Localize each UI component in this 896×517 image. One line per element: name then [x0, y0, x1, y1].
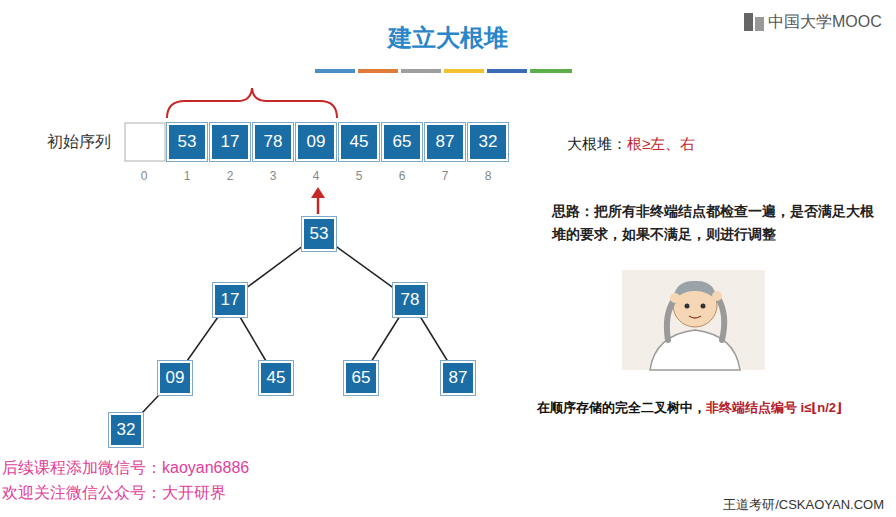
array-cell: 53 [167, 123, 207, 161]
tree-node: 09 [158, 361, 192, 395]
logo-bar [755, 17, 764, 31]
site-watermark: 王道考研/CSKAOYAN.COM [723, 497, 884, 513]
stripe [487, 69, 527, 73]
cartoon-eye [701, 304, 706, 309]
logo-icon [744, 13, 764, 31]
index-number: 0 [141, 169, 148, 183]
tree-edge [240, 317, 266, 361]
node-value: 09 [307, 132, 326, 152]
array-cell: 09 [296, 123, 336, 161]
array-cell: 17 [210, 123, 250, 161]
tree-edge [372, 317, 400, 361]
node-value: 45 [267, 368, 286, 388]
array-cell: 65 [382, 123, 422, 161]
array-cell: 87 [425, 123, 465, 161]
index-number: 5 [356, 169, 363, 183]
cartoon-illustration [622, 270, 765, 370]
index-number: 6 [399, 169, 406, 183]
index-number: 3 [270, 169, 277, 183]
node-value: 53 [178, 132, 197, 152]
node-value: 78 [401, 290, 420, 310]
tree-edge [420, 317, 447, 361]
index-number: 7 [442, 169, 449, 183]
tree-node: 45 [259, 361, 293, 395]
node-value: 78 [264, 132, 283, 152]
array-cell: 32 [468, 123, 508, 161]
tree-edge [142, 395, 159, 413]
logo-bar [744, 13, 753, 31]
cartoon-ground [622, 270, 765, 370]
node-value: 53 [310, 224, 329, 244]
empty-cell [125, 123, 165, 161]
row-label: 初始序列 [47, 132, 111, 151]
cartoon-eye [685, 304, 690, 309]
node-value: 65 [393, 132, 412, 152]
cartoon-arm [667, 300, 674, 340]
index-number: 2 [227, 169, 234, 183]
tree-node: 78 [393, 283, 427, 317]
cartoon-mouth [689, 316, 701, 318]
array-cell: 78 [253, 123, 293, 161]
stripe [358, 69, 398, 73]
rule-note: 在顺序存储的完全二叉树中， [537, 400, 706, 416]
definition-rule: 根≥左、右 [627, 135, 695, 153]
stripe [444, 69, 484, 73]
tree-node: 17 [213, 283, 247, 317]
cartoon-hand [670, 293, 680, 303]
stripe [530, 69, 572, 73]
logo-text: 中国大学MOOC [768, 12, 882, 31]
node-value: 65 [352, 368, 371, 388]
node-value: 17 [221, 132, 240, 152]
tree-node: 32 [109, 413, 143, 447]
tree-edge [247, 247, 302, 288]
cartoon-robe [650, 330, 740, 370]
array-cell: 45 [339, 123, 379, 161]
node-value: 87 [449, 368, 468, 388]
node-value: 09 [166, 368, 185, 388]
definition-term: 大根堆： [567, 135, 627, 153]
stripe [401, 69, 441, 73]
tree-node: 53 [302, 217, 336, 251]
rule-formula: 非终端结点编号 i≤⌊n/2⌋ [706, 400, 842, 416]
red-brace [167, 88, 337, 118]
watermark: 后续课程添加微信号：kaoyan6886 [2, 458, 249, 477]
index-number: 1 [184, 169, 191, 183]
idea-note: 思路：把所有非终端结点都检查一遍，是否满足大根堆的要求，如果不满足，则进行调整 [552, 200, 877, 246]
index-number: 8 [485, 169, 492, 183]
node-value: 32 [117, 420, 136, 440]
cartoon-arm [718, 298, 724, 340]
tree-edge [187, 317, 218, 361]
node-value: 45 [350, 132, 369, 152]
page-title: 建立大根堆 [388, 24, 508, 53]
index-number: 4 [313, 169, 320, 183]
title-stripes [315, 69, 572, 73]
node-value: 87 [436, 132, 455, 152]
tree-node: 87 [441, 361, 475, 395]
node-value: 32 [479, 132, 498, 152]
node-value: 17 [221, 290, 240, 310]
watermark: 欢迎关注微信公众号：大开研界 [2, 483, 226, 502]
tree-node: 65 [344, 361, 378, 395]
stripe [315, 69, 355, 73]
red-arrow-head [311, 187, 325, 198]
tree-edge [336, 246, 393, 287]
cartoon-hand [712, 291, 722, 301]
